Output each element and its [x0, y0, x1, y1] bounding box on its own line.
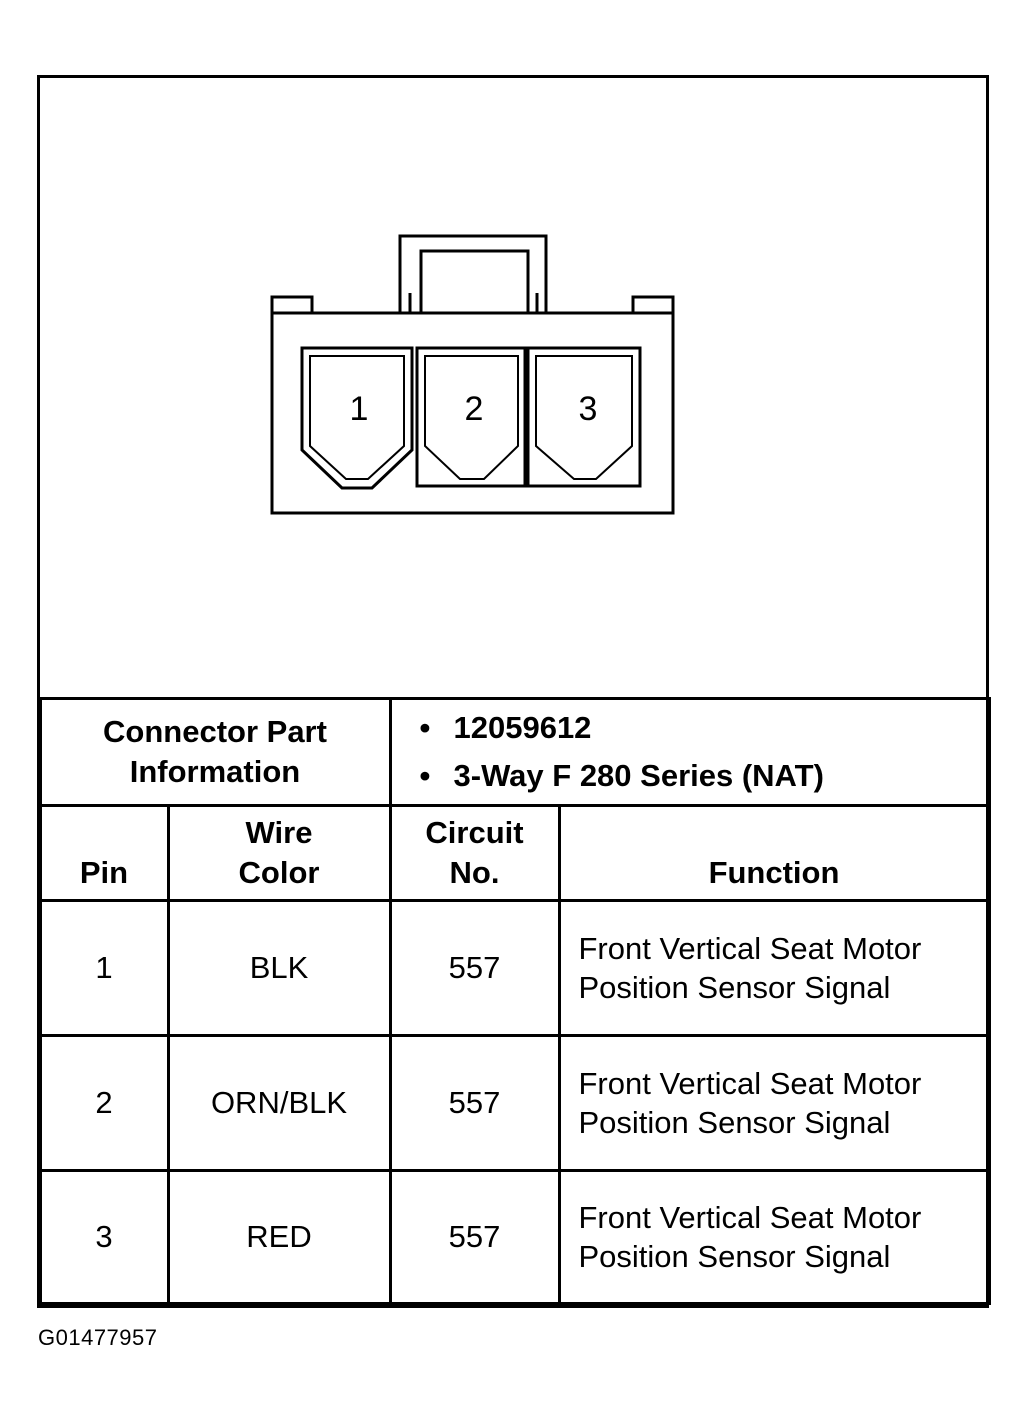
part-info-item: • 3-Way F 280 Series (NAT): [420, 752, 988, 800]
pin-number-3: 3: [579, 390, 598, 428]
right-corner-ear: [631, 295, 675, 313]
pin-cavity-3: [526, 346, 642, 488]
part-info-list: • 12059612 • 3-Way F 280 Series (NAT): [392, 704, 988, 800]
row-function: Front Vertical Seat Motor Position Senso…: [557, 1169, 991, 1305]
row-wire-color: BLK: [166, 899, 392, 1037]
pin-number-2: 2: [465, 390, 484, 428]
table-header-row: Pin Wire Color Circuit No. Function: [38, 804, 991, 902]
pin-cavity-2: [415, 346, 527, 488]
connector-diagram: 1 2 3: [40, 78, 986, 698]
connector-series: 3-Way F 280 Series (NAT): [453, 758, 824, 793]
locking-tab-inner: [419, 249, 530, 315]
row-circuit: 557: [388, 1169, 561, 1305]
row-wire-color: RED: [166, 1169, 392, 1305]
row-function: Front Vertical Seat Motor Position Senso…: [557, 1034, 991, 1172]
pin-cavity-1: [300, 346, 414, 490]
row-circuit: 557: [388, 1034, 561, 1172]
part-number: 12059612: [453, 710, 592, 745]
part-info-values: • 12059612 • 3-Way F 280 Series (NAT): [388, 697, 991, 807]
left-corner-ear: [270, 295, 314, 313]
pin-out-table: Connector Part Information • 12059612 • 3-…: [38, 697, 991, 1305]
table-row: 2 ORN/BLK 557 Front Vertical Seat Motor …: [38, 1034, 991, 1172]
row-pin: 1: [38, 899, 170, 1037]
figure-id: G01477957: [38, 1325, 158, 1350]
bullet-icon: •: [419, 710, 431, 745]
connector-face-drawing: 1 2 3: [270, 234, 675, 515]
row-pin: 2: [38, 1034, 170, 1172]
row-wire-color: ORN/BLK: [166, 1034, 392, 1172]
connector-body: [270, 311, 675, 515]
part-info-label-text: Connector Part Information: [103, 714, 327, 789]
table-row: 3 RED 557 Front Vertical Seat Motor Posi…: [38, 1169, 991, 1305]
bullet-icon: •: [419, 758, 431, 793]
row-circuit: 557: [388, 899, 561, 1037]
part-info-row: Connector Part Information • 12059612 • 3-…: [38, 697, 991, 807]
header-wire-color: Wire Color: [166, 804, 392, 902]
row-function: Front Vertical Seat Motor Position Senso…: [557, 899, 991, 1037]
pin-number-1: 1: [350, 390, 369, 428]
part-info-item: • 12059612: [420, 704, 988, 752]
header-circuit-no: Circuit No.: [388, 804, 561, 902]
header-pin: Pin: [38, 804, 170, 902]
header-function: Function: [557, 804, 991, 902]
row-pin: 3: [38, 1169, 170, 1305]
table-row: 1 BLK 557 Front Vertical Seat Motor Posi…: [38, 899, 991, 1037]
connector-figure-frame: 1 2 3 Connector Part Information • 120596…: [37, 75, 991, 1308]
part-info-label: Connector Part Information: [38, 697, 392, 807]
